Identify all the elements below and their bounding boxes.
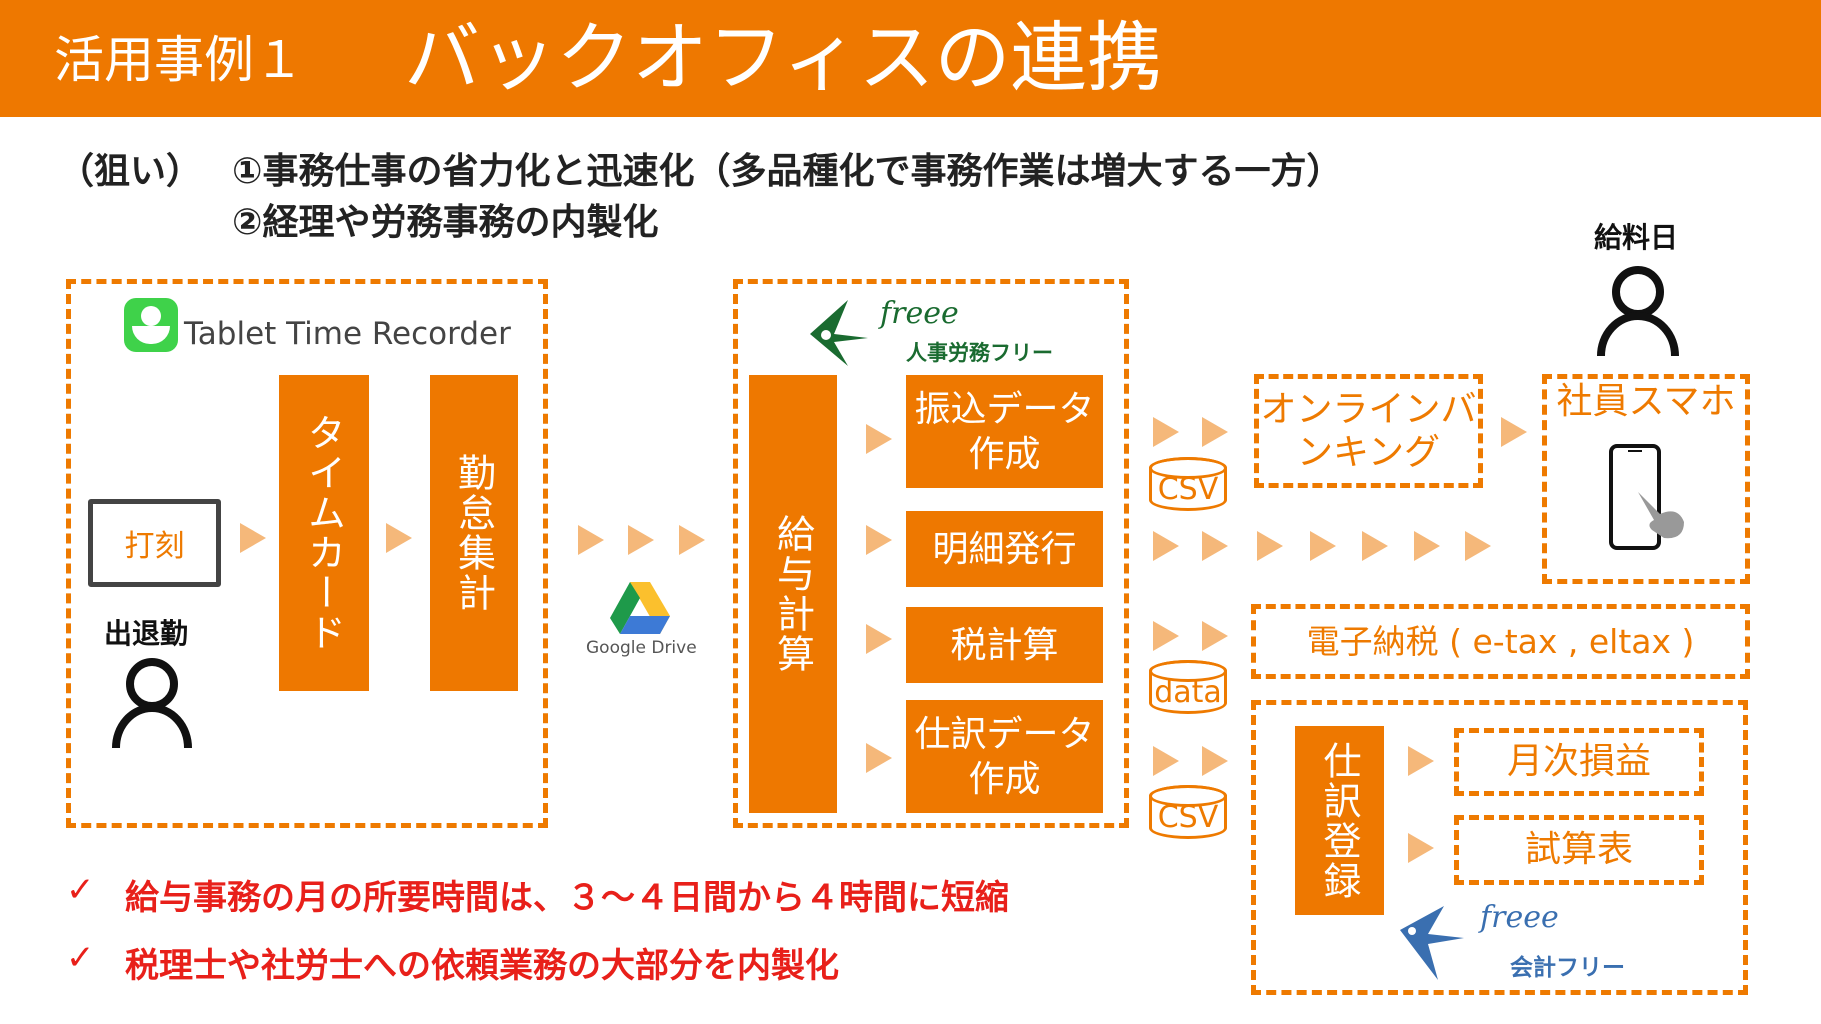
journal-data-step: 仕訳データ作成	[906, 700, 1103, 813]
flow-arrow-icon	[1202, 531, 1228, 561]
title-bar: 活用事例１ バックオフィスの連携	[0, 0, 1821, 117]
case-label: 活用事例１	[54, 31, 304, 89]
flow-arrow-icon	[1408, 833, 1434, 863]
flow-arrow-icon	[1310, 531, 1336, 561]
freee-bird-logo-icon	[1400, 906, 1464, 980]
flow-arrow-icon	[679, 525, 705, 555]
attendance-summary-step: 勤怠集計	[430, 375, 518, 691]
flow-arrow-icon	[866, 525, 892, 555]
goal-1: ①事務仕事の省力化と迅速化（多品種化で事務作業は増大する一方）	[232, 151, 1343, 192]
flow-arrow-icon	[1202, 621, 1228, 651]
app-name: Tablet Time Recorder	[184, 316, 511, 352]
employee-phone-label: 社員スマホ	[1556, 381, 1736, 422]
flow-arrow-icon	[578, 525, 604, 555]
data-file-icon: data	[1149, 660, 1227, 714]
flow-arrow-icon	[1153, 531, 1179, 561]
google-drive-label: Google Drive	[586, 638, 697, 658]
hr-logo-product: 人事労務フリー	[906, 341, 1053, 365]
monthly-pl-box: 月次損益	[1454, 728, 1704, 796]
hr-payroll-group	[733, 279, 1129, 828]
flow-arrow-icon	[386, 523, 412, 553]
flow-arrow-icon	[1153, 621, 1179, 651]
goals-label: （狙い）	[58, 151, 203, 192]
flow-arrow-icon	[1465, 531, 1491, 561]
check-icon: ✓	[66, 870, 95, 910]
flow-arrow-icon	[866, 424, 892, 454]
hr-logo-brand: freee	[880, 296, 959, 331]
flow-arrow-icon	[1501, 417, 1527, 447]
e-tax-box: 電子納税 ( e-tax , eltax )	[1251, 604, 1750, 679]
freee-bird-logo-icon	[810, 300, 868, 366]
employee-phone-box	[1542, 374, 1750, 584]
online-banking-box: オンラインバンキング	[1254, 374, 1483, 488]
flow-arrow-icon	[1362, 531, 1388, 561]
flow-arrow-icon	[1153, 746, 1179, 776]
flow-arrow-icon	[1202, 746, 1228, 776]
acct-logo-product: 会計フリー	[1510, 955, 1625, 981]
page-title: バックオフィスの連携	[404, 13, 1163, 102]
flow-arrow-icon	[1202, 417, 1228, 447]
flow-arrow-icon	[866, 743, 892, 773]
flow-arrow-icon	[1414, 531, 1440, 561]
result-1: 給与事務の月の所要時間は、３～４日間から４時間に短縮	[125, 878, 1009, 918]
trial-balance-box: 試算表	[1454, 815, 1704, 885]
flow-arrow-icon	[628, 525, 654, 555]
flow-arrow-icon	[1153, 417, 1179, 447]
stamp-tablet: 打刻	[88, 499, 221, 587]
check-icon: ✓	[66, 938, 95, 978]
person-icon	[1597, 266, 1679, 356]
google-drive-icon	[610, 582, 670, 634]
flow-arrow-icon	[240, 523, 266, 553]
person-icon	[112, 658, 192, 749]
csv-file-icon: CSV	[1149, 457, 1227, 511]
attendance-group	[66, 279, 548, 828]
flow-arrow-icon	[1408, 746, 1434, 776]
goal-2: ②経理や労務事務の内製化	[232, 202, 659, 243]
result-2: 税理士や社労士への依頼業務の大部分を内製化	[125, 946, 839, 986]
transfer-data-step: 振込データ作成	[906, 375, 1103, 488]
journal-entry-step: 仕訳登録	[1295, 726, 1384, 915]
payslip-step: 明細発行	[906, 511, 1103, 587]
tablet-time-recorder-icon	[124, 298, 178, 352]
payday-label: 給料日	[1594, 221, 1679, 254]
timecard-step: タイムカード	[279, 375, 369, 691]
csv-file-icon: CSV	[1149, 785, 1227, 839]
smartphone-tap-icon	[1609, 444, 1684, 550]
accounting-group	[1251, 700, 1748, 995]
flow-arrow-icon	[866, 624, 892, 654]
acct-logo-brand: freee	[1480, 900, 1559, 935]
tax-calc-step: 税計算	[906, 607, 1103, 683]
payroll-step: 給与計算	[749, 375, 837, 813]
flow-arrow-icon	[1257, 531, 1283, 561]
attendance-person-label: 出退勤	[104, 617, 189, 650]
